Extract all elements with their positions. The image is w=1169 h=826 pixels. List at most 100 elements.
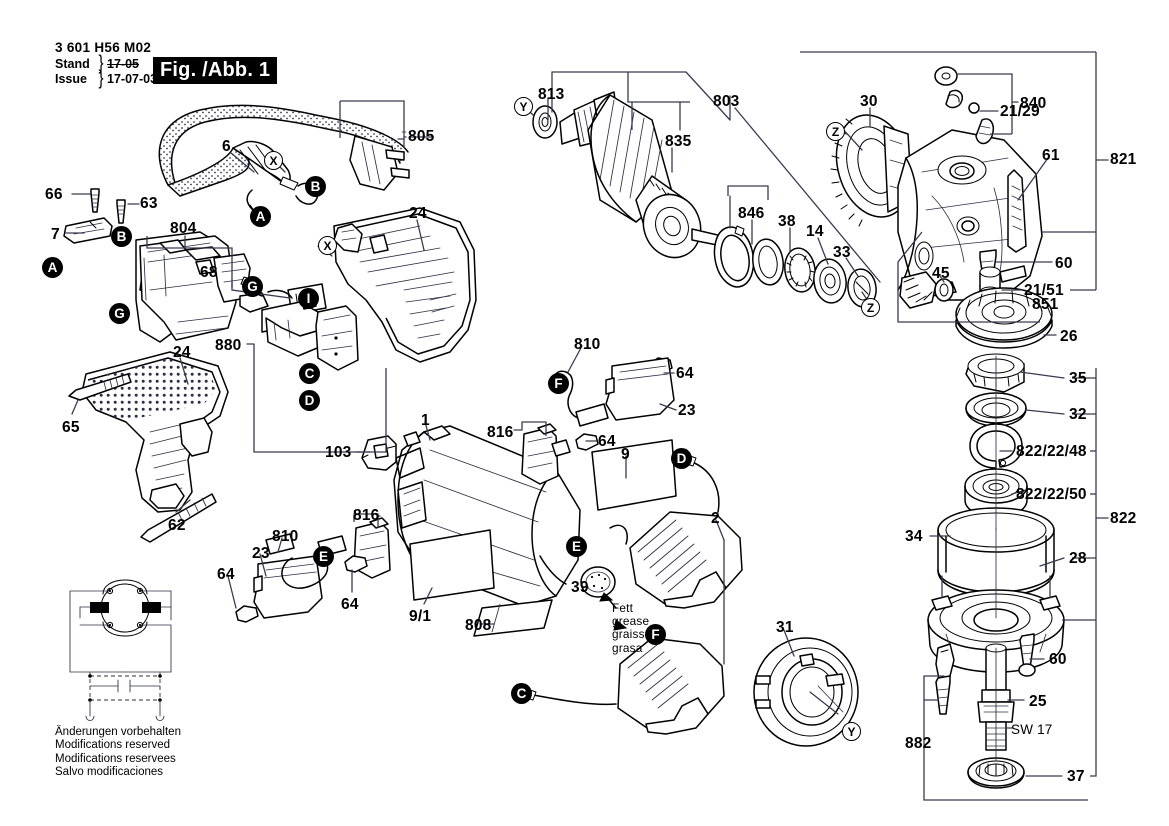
part-number-64: 64 bbox=[341, 596, 359, 613]
part-number-810: 810 bbox=[272, 528, 299, 545]
part-number-24: 24 bbox=[409, 205, 427, 222]
grease-note-de: Fett bbox=[612, 601, 634, 615]
part-number-60: 60 bbox=[1049, 651, 1067, 668]
assembly-marker-d-10: D bbox=[299, 390, 320, 411]
part-number-21-51: 21/51 bbox=[1024, 282, 1064, 299]
assembly-marker-g-6: G bbox=[242, 276, 263, 297]
part-number-822-22-48: 822/22/48 bbox=[1016, 443, 1087, 460]
part-number-28: 28 bbox=[1069, 550, 1087, 567]
part-number-26: 26 bbox=[1060, 328, 1078, 345]
part-number-822-22-50: 822/22/50 bbox=[1016, 486, 1087, 503]
part-number-810: 810 bbox=[574, 336, 601, 353]
part-number-38: 38 bbox=[778, 213, 796, 230]
issue-value: 17-07-03 bbox=[107, 71, 158, 86]
part-number-882: 882 bbox=[905, 735, 932, 752]
part-number-21-29: 21/29 bbox=[1000, 103, 1040, 120]
assembly-marker-x-8: X bbox=[318, 236, 337, 255]
part-number-816: 816 bbox=[487, 424, 514, 441]
disclaimer-line-es: Salvo modificaciones bbox=[55, 766, 164, 779]
part-number-32: 32 bbox=[1069, 406, 1087, 423]
brace-bottom: } bbox=[98, 66, 104, 90]
part-number-66: 66 bbox=[45, 186, 63, 203]
part-number-25: 25 bbox=[1029, 693, 1047, 710]
part-number-821: 821 bbox=[1110, 151, 1137, 168]
part-number-9-1: 9/1 bbox=[409, 608, 432, 625]
figure-label: Fig. /Abb. 1 bbox=[153, 57, 278, 84]
grease-note-fr: graisse bbox=[612, 627, 652, 642]
assembly-marker-d-12: D bbox=[671, 448, 692, 469]
part-number-840: 840 bbox=[1020, 95, 1047, 112]
stand-value-struck: 17-05 bbox=[107, 57, 139, 71]
assembly-marker-y-17: Y bbox=[514, 97, 533, 116]
part-number-846: 846 bbox=[738, 205, 765, 222]
part-number-835: 835 bbox=[665, 133, 692, 150]
stand-label: Stand bbox=[55, 57, 90, 71]
part-number-24: 24 bbox=[173, 344, 191, 361]
assembly-marker-c-9: C bbox=[299, 363, 320, 384]
grease-note-es: grasa bbox=[612, 640, 643, 655]
part-number-822: 822 bbox=[1110, 510, 1137, 527]
part-number-103: 103 bbox=[325, 444, 352, 461]
part-number-60: 60 bbox=[1055, 255, 1073, 272]
grease-note: Fett grease graisse grasa bbox=[612, 601, 652, 655]
part-number-31: 31 bbox=[776, 619, 794, 636]
assembly-marker-a-4: A bbox=[42, 257, 63, 278]
disclaimer-block: Änderungen vorbehalten Modifications res… bbox=[55, 726, 181, 780]
part-number-65: 65 bbox=[62, 419, 80, 436]
assembly-marker-z-19: Z bbox=[861, 298, 880, 317]
issue-label: Issue bbox=[55, 71, 87, 86]
part-number-2: 2 bbox=[711, 510, 720, 527]
assembly-marker-y-20: Y bbox=[842, 722, 861, 741]
assembly-marker-c-16: C bbox=[511, 683, 532, 704]
part-number-6: 6 bbox=[222, 138, 231, 155]
grease-note-en: grease bbox=[612, 614, 650, 629]
assembly-marker-f-11: F bbox=[548, 373, 569, 394]
assembly-marker-e-13: E bbox=[566, 536, 587, 557]
part-number-45: 45 bbox=[932, 265, 950, 282]
part-number-23: 23 bbox=[252, 545, 270, 562]
part-number-64: 64 bbox=[676, 365, 694, 382]
part-number-7: 7 bbox=[51, 226, 60, 243]
assembly-marker-x-2: X bbox=[264, 151, 283, 170]
wrench-size-label: SW 17 bbox=[1011, 722, 1053, 737]
assembly-marker-e-14: E bbox=[313, 546, 334, 567]
assembly-marker-b-1: B bbox=[305, 176, 326, 197]
part-number-23: 23 bbox=[678, 402, 696, 419]
assembly-marker-a-0: A bbox=[250, 206, 271, 227]
part-number-61: 61 bbox=[1042, 147, 1060, 164]
issue-row: Issue } 17-07-03 bbox=[55, 66, 158, 90]
brace-top: } bbox=[98, 51, 104, 75]
disclaimer-line-de: Änderungen vorbehalten bbox=[55, 726, 181, 738]
assembly-marker-z-18: Z bbox=[826, 122, 845, 141]
disclaimer-line-en: Modifications reserved bbox=[55, 739, 171, 752]
disclaimer-line-fr: Modifications reservees bbox=[55, 752, 176, 765]
part-number-816: 816 bbox=[353, 507, 380, 524]
part-number-68: 68 bbox=[200, 264, 218, 281]
part-number-30: 30 bbox=[860, 93, 878, 110]
part-number-880: 880 bbox=[215, 337, 242, 354]
part-number-805: 805 bbox=[408, 128, 435, 145]
assembly-marker-f-15: F bbox=[645, 624, 666, 645]
stand-row: Stand } 17-05 bbox=[55, 51, 157, 75]
part-number-851: 851 bbox=[1032, 296, 1059, 313]
part-number-808: 808 bbox=[465, 617, 492, 634]
part-number-64: 64 bbox=[217, 566, 235, 583]
revision-block: Stand } 17-05 Issue } 17-07-03 bbox=[55, 51, 158, 90]
assembly-marker-b-3: B bbox=[111, 226, 132, 247]
document-number: 3 601 H56 M02 bbox=[55, 40, 152, 55]
part-number-64: 64 bbox=[598, 433, 616, 450]
part-number-803: 803 bbox=[713, 93, 740, 110]
part-number-1: 1 bbox=[421, 412, 430, 429]
part-number-14: 14 bbox=[806, 223, 824, 240]
part-number-39: 39 bbox=[571, 579, 589, 596]
part-number-62: 62 bbox=[168, 517, 186, 534]
part-number-804: 804 bbox=[170, 220, 197, 237]
assembly-marker-i-7: I bbox=[298, 288, 319, 309]
assembly-marker-g-5: G bbox=[109, 303, 130, 324]
part-number-9: 9 bbox=[621, 446, 630, 463]
part-number-813: 813 bbox=[538, 86, 565, 103]
part-number-37: 37 bbox=[1067, 768, 1085, 785]
part-number-33: 33 bbox=[833, 244, 851, 261]
